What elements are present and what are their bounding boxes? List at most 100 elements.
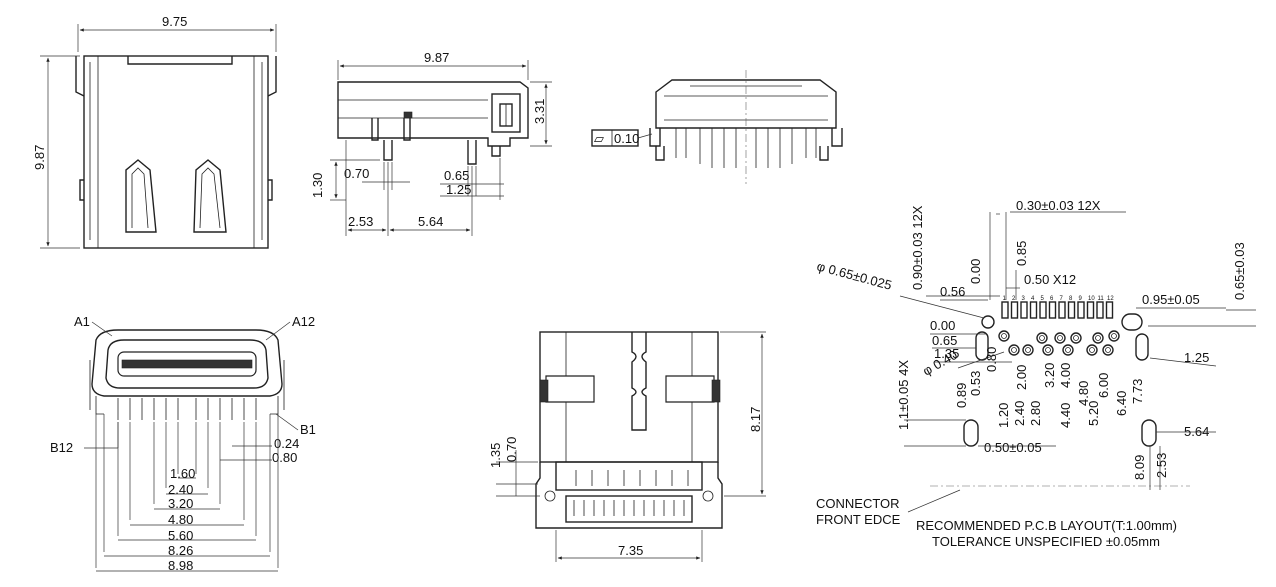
pcb-via-drill — [1089, 347, 1095, 353]
pin-view-shell — [91, 329, 283, 397]
front-view-pins — [675, 128, 817, 168]
pin-dim-560: 5.60 — [168, 528, 193, 543]
pin-view: A1 A12 B1 B12 0.24 0.80 1.60 2.40 3.20 — [50, 314, 316, 573]
pcb-dim-773: 7.73 — [1130, 379, 1145, 404]
pcb-dim-135: 1.35 — [934, 346, 959, 361]
pcb-dim-320: 3.20 — [1042, 363, 1057, 388]
pcb-dim-280: 2.80 — [1028, 401, 1043, 426]
bottom-dim-817: 8.17 — [748, 407, 763, 432]
pcb-pad-number: 1 — [1003, 296, 1007, 302]
pcb-via-drill — [1039, 335, 1045, 341]
note-recommended: RECOMMENDED P.C.B LAYOUT(T:1.00mm) — [916, 518, 1177, 533]
pcb-hole-dia: φ 0.65±0.025 — [815, 258, 893, 292]
pcb-dim-400: 4.00 — [1058, 363, 1073, 388]
pcb-slot-upper-right — [1135, 333, 1149, 361]
pcb-slot-lower-right — [1141, 419, 1157, 447]
pcb-pad — [1048, 301, 1057, 319]
pcb-dim-056: 0.56 — [940, 284, 965, 299]
pcb-pad — [1077, 301, 1085, 319]
side-dim-070: 0.70 — [344, 166, 369, 181]
pcb-pad — [1029, 301, 1038, 319]
pcb-dim-440: 4.40 — [1058, 403, 1073, 428]
pcb-via — [1086, 344, 1098, 356]
pcb-via-drill — [1111, 333, 1117, 339]
pcb-via — [1102, 344, 1114, 356]
note-front-line1: CONNECTOR — [816, 496, 900, 511]
side-view: 9.87 3.31 1.30 0.70 0.65 1.25 2.53 5.64 — [310, 50, 552, 236]
side-height-label: 3.31 — [532, 99, 547, 124]
pcb-dim-600: 6.00 — [1096, 373, 1111, 398]
top-view-tabs — [75, 56, 277, 97]
pcb-via-drill — [1045, 347, 1051, 353]
bottom-dim-070: 0.70 — [504, 437, 519, 462]
pin-dim-024: 0.24 — [274, 436, 299, 451]
pcb-hole-left — [981, 315, 995, 329]
pcb-dim-640: 6.40 — [1114, 391, 1129, 416]
pin-dim-240: 2.40 — [168, 482, 193, 497]
pcb-via — [1022, 344, 1034, 356]
side-view-pin — [383, 140, 393, 161]
bottom-dim-735: 7.35 — [618, 543, 643, 558]
pcb-via-drill — [1073, 335, 1079, 341]
pcb-dim-080: 0.80 — [984, 347, 999, 372]
bottom-dim-135: 1.35 — [488, 443, 503, 468]
pcb-via-drill — [1105, 347, 1111, 353]
pcb-dim-480: 4.80 — [1076, 381, 1091, 406]
pcb-via — [1008, 344, 1020, 356]
pcb-dim-085: 0.85 — [1014, 241, 1029, 266]
pcb-pad — [1067, 301, 1076, 319]
side-view-body — [337, 81, 529, 147]
pcb-pad-number: 9 — [1079, 296, 1083, 302]
label-b12: B12 — [50, 440, 73, 455]
pcb-pad — [1001, 301, 1009, 319]
pcb-via — [1054, 332, 1066, 344]
pcb-via — [1042, 344, 1054, 356]
flatness-value: 0.10 — [614, 131, 639, 146]
pcb-pad-len: 0.90±0.03 12X — [910, 205, 925, 290]
pin-dim-320: 3.20 — [168, 496, 193, 511]
pcb-pad-width: 0.30±0.03 12X — [1016, 198, 1101, 213]
pcb-dim-520: 5.20 — [1086, 401, 1101, 426]
bottom-latch-right — [665, 375, 715, 403]
pcb-dim-089: 0.89 — [954, 383, 969, 408]
pcb-pad-number: 11 — [1098, 296, 1105, 302]
pcb-pad — [1020, 301, 1028, 319]
pcb-dim-065: 0.65 — [932, 333, 957, 348]
pcb-dim-000-top: 0.00 — [968, 259, 983, 284]
side-dim-125: 1.25 — [446, 182, 471, 197]
pcb-slot-width: 1.1±0.05 4X — [896, 360, 911, 430]
note-front-line2: FRONT EDCE — [816, 512, 901, 527]
pcb-via — [1070, 332, 1082, 344]
pcb-dim-125: 1.25 — [1184, 350, 1209, 365]
pcb-pad — [1058, 301, 1066, 319]
pcb-pad — [1086, 301, 1095, 319]
pin-dim-898: 8.98 — [168, 558, 193, 573]
flatness-symbol: ▱ — [594, 131, 604, 146]
pin-dim-080: 0.80 — [272, 450, 297, 465]
pcb-signal-pads — [1001, 301, 1114, 319]
pcb-via — [1108, 330, 1120, 342]
pcb-dim-053: 0.53 — [968, 371, 983, 396]
pcb-via — [998, 330, 1010, 342]
pcb-dim-253: 2.53 — [1154, 453, 1169, 478]
label-b1: B1 — [300, 422, 316, 437]
pcb-dim-000-left: 0.00 — [930, 318, 955, 333]
pin-dim-480: 4.80 — [168, 512, 193, 527]
pcb-slot-len: 0.50±0.05 — [984, 440, 1042, 455]
bottom-view: 8.17 1.35 0.70 7.35 — [488, 331, 766, 562]
pcb-via-drill — [1057, 335, 1063, 341]
pcb-dim-120: 1.20 — [996, 403, 1011, 428]
pcb-pad — [1010, 301, 1019, 319]
pin-dim-160: 1.60 — [170, 466, 195, 481]
pin-view-pins — [117, 398, 257, 420]
top-view-body — [83, 55, 269, 249]
note-tolerance: TOLERANCE UNSPECIFIED ±0.05mm — [932, 534, 1160, 549]
pcb-dim-200: 2.00 — [1014, 365, 1029, 390]
pcb-hole-right — [1121, 313, 1143, 331]
label-a1: A1 — [74, 314, 90, 329]
pcb-vias — [998, 330, 1120, 356]
top-height-label: 9.87 — [32, 145, 47, 170]
pin-dim-826: 8.26 — [168, 543, 193, 558]
